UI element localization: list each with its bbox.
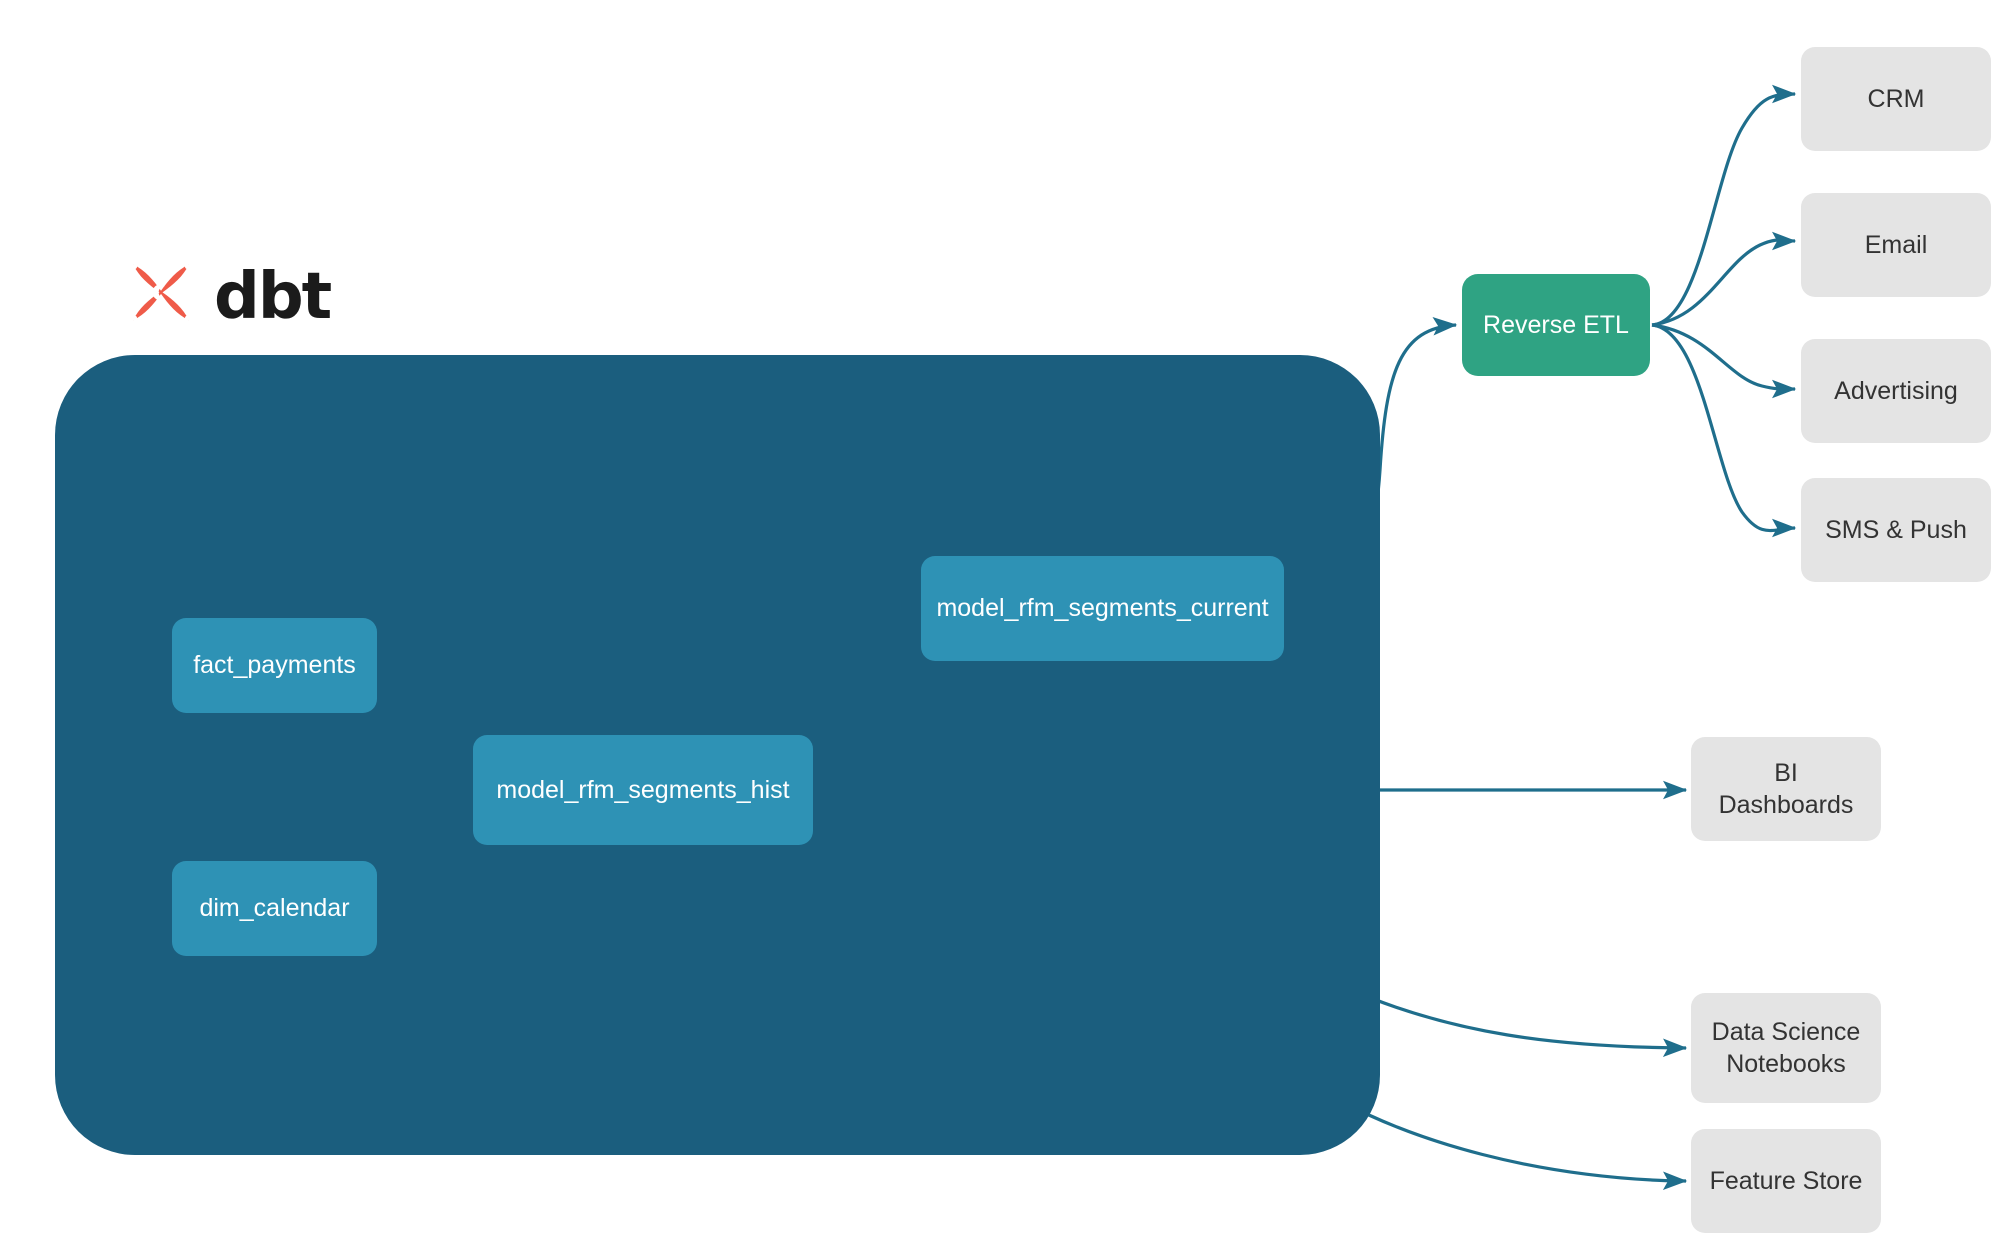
node-destination-sms-push[interactable]: SMS & Push [1801, 478, 1991, 582]
node-reverse-etl-label: Reverse ETL [1483, 310, 1629, 339]
dbt-logo: dbt [122, 258, 332, 336]
node-destination-crm[interactable]: CRM [1801, 47, 1991, 151]
node-model-rfm-segments-current-label: model_rfm_segments_current [936, 594, 1269, 622]
node-destination-advertising[interactable]: Advertising [1801, 339, 1991, 443]
node-model-rfm-segments-hist-label: model_rfm_segments_hist [496, 775, 790, 804]
node-model-rfm-segments-current[interactable]: model_rfm_segments_current [921, 556, 1284, 661]
edge-reverse-etl-to-email [1651, 231, 1797, 327]
node-destination-data-science-notebooks[interactable]: Data Science Notebooks [1691, 993, 1881, 1103]
edge-reverse-etl-to-sms-push [1651, 323, 1797, 538]
node-destination-email-label: Email [1864, 231, 1928, 259]
dbt-logo-text: dbt [214, 260, 332, 334]
node-destination-bi-dashboards-label: BI Dashboards [1718, 759, 1854, 819]
edge-reverse-etl-to-advertising [1651, 323, 1797, 399]
node-destination-sms-push-label: SMS & Push [1825, 516, 1967, 544]
node-reverse-etl[interactable]: Reverse ETL [1462, 274, 1650, 376]
node-destination-feature-store[interactable]: Feature Store [1691, 1129, 1881, 1233]
ds-notebooks-line-2: Notebooks [1726, 1050, 1846, 1078]
dbt-x-logo-icon [131, 264, 191, 321]
ds-notebooks-line-1: Data Science [1711, 1018, 1861, 1046]
node-fact-payments[interactable]: fact_payments [172, 618, 377, 713]
node-dim-calendar[interactable]: dim_calendar [172, 861, 377, 956]
node-destination-bi-dashboards[interactable]: BI Dashboards [1691, 737, 1881, 841]
node-dim-calendar-label: dim_calendar [199, 894, 350, 922]
node-model-rfm-segments-hist[interactable]: model_rfm_segments_hist [473, 735, 813, 845]
node-fact-payments-label: fact_payments [193, 651, 356, 679]
node-destination-email[interactable]: Email [1801, 193, 1991, 297]
node-destination-advertising-label: Advertising [1834, 377, 1958, 405]
edge-reverse-etl-to-crm [1651, 84, 1797, 327]
node-destination-crm-label: CRM [1867, 85, 1925, 113]
node-destination-feature-store-label: Feature Store [1709, 1167, 1863, 1195]
node-destination-data-science-notebooks-label: Data Science Notebooks [1712, 1016, 1861, 1080]
